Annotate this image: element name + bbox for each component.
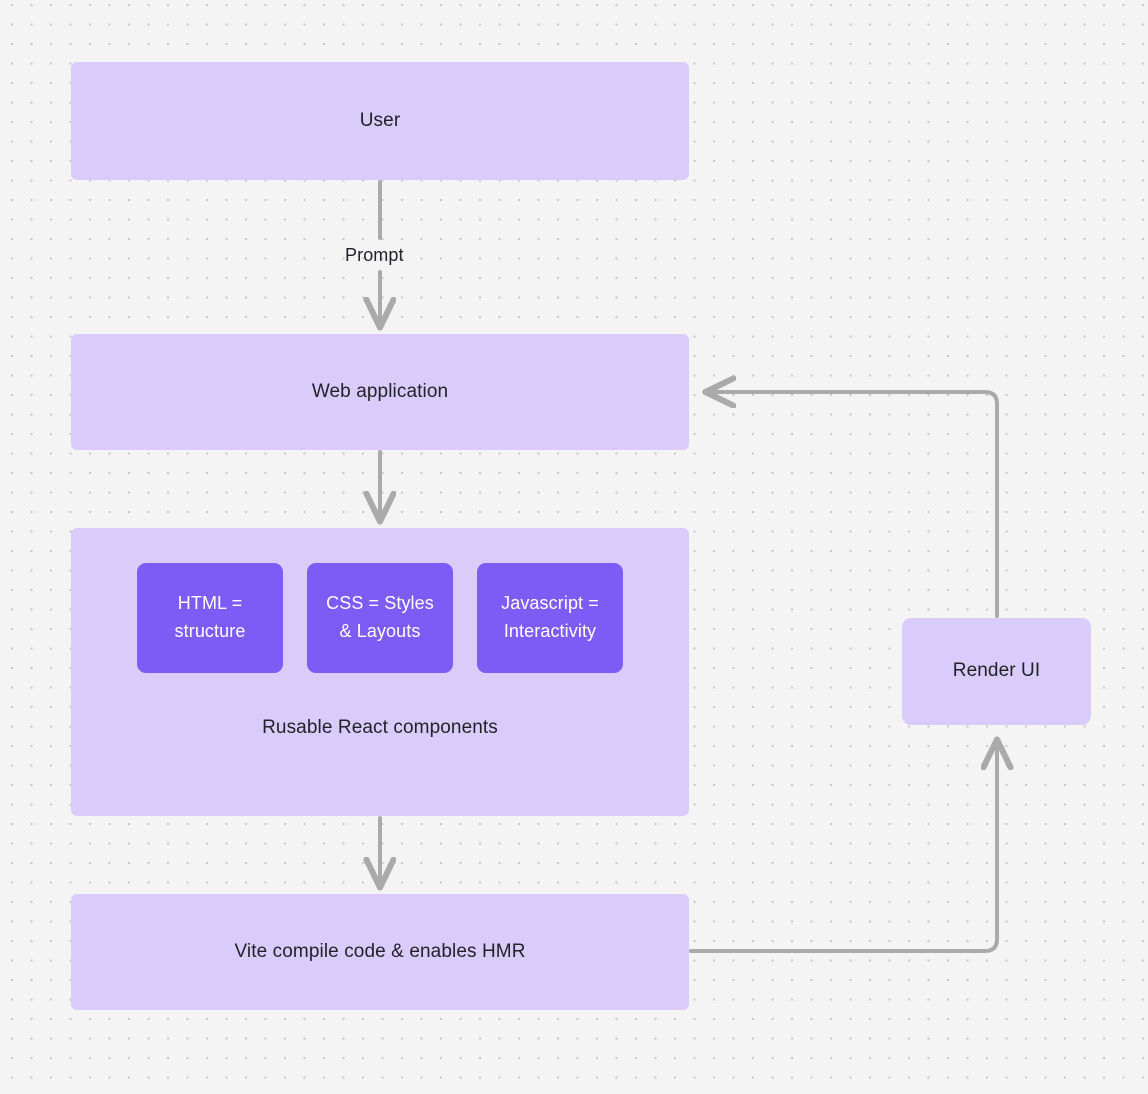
node-render-ui-label: Render UI xyxy=(952,660,1041,682)
node-user-label: User xyxy=(359,109,401,131)
node-web-application[interactable]: Web application xyxy=(71,334,689,450)
edge-vite-to-render-ui xyxy=(689,741,997,953)
node-web-application-label: Web application xyxy=(311,380,449,402)
node-components-group[interactable]: HTML = structure CSS = Styles & Layouts … xyxy=(71,528,689,816)
node-html-label: HTML = structure xyxy=(175,590,246,646)
node-html-line2: structure xyxy=(174,621,246,641)
edge-render-ui-to-webapp xyxy=(707,392,999,618)
node-html[interactable]: HTML = structure xyxy=(137,563,283,673)
node-javascript[interactable]: Javascript = Interactivity xyxy=(477,563,623,673)
node-html-line1: HTML = xyxy=(177,593,243,614)
node-css-line2: & Layouts xyxy=(339,621,421,641)
node-vite-label: Vite compile code & enables HMR xyxy=(234,940,526,962)
node-user[interactable]: User xyxy=(71,62,689,180)
edge-label-prompt: Prompt xyxy=(345,245,404,265)
node-css-line1: CSS = Styles xyxy=(326,593,434,614)
node-render-ui[interactable]: Render UI xyxy=(902,618,1091,725)
node-css[interactable]: CSS = Styles & Layouts xyxy=(307,563,453,673)
node-javascript-line2: Interactivity xyxy=(503,621,597,641)
components-group-caption: Rusable React components xyxy=(262,717,498,738)
node-vite[interactable]: Vite compile code & enables HMR xyxy=(71,894,689,1010)
node-css-label: CSS = Styles & Layouts xyxy=(326,590,434,646)
node-javascript-line1: Javascript = xyxy=(501,593,599,614)
node-javascript-label: Javascript = Interactivity xyxy=(501,590,599,646)
